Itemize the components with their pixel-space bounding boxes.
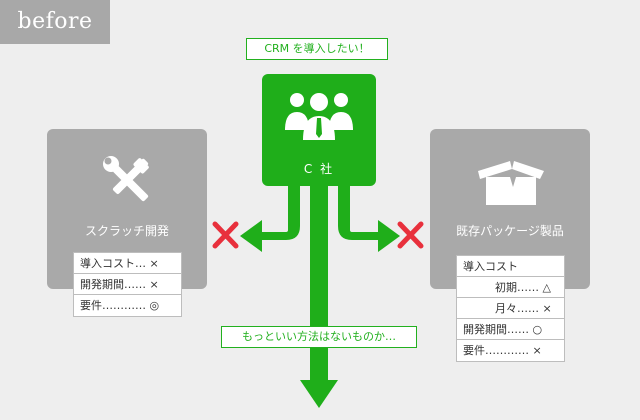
- down-arrow-head: [300, 380, 338, 408]
- package-product-label: 既存パッケージ製品: [456, 224, 564, 238]
- goal-callout: CRM を導入したい！: [246, 38, 388, 60]
- company-node: C 社: [262, 74, 376, 186]
- left-cross-icon: [212, 221, 239, 249]
- package-box-icon: [478, 161, 544, 205]
- left-branch-arrow: [262, 184, 300, 240]
- package-criteria-list: 導入コスト 初期…… △ 月々…… × 開発期間…… ○ 要件………… ×: [456, 255, 565, 362]
- list-item: 導入コスト… ×: [74, 253, 181, 274]
- before-tag: before: [0, 0, 110, 44]
- right-branch-arrow: [338, 184, 378, 240]
- scratch-criteria-list: 導入コスト… × 開発期間…… × 要件………… ◎: [73, 252, 182, 317]
- tools-icon: [103, 156, 149, 202]
- people-group-icon: [285, 93, 353, 140]
- company-label: C 社: [303, 162, 335, 176]
- question-callout: もっといい方法はないものか…: [221, 326, 417, 348]
- list-item: 初期…… △: [457, 277, 564, 298]
- list-item: 導入コスト: [457, 256, 564, 277]
- list-item: 開発期間…… ×: [74, 274, 181, 295]
- list-item: 要件………… ×: [457, 340, 564, 361]
- left-arrow-head: [240, 220, 262, 252]
- right-arrow-head: [378, 220, 400, 252]
- list-item: 月々…… ×: [457, 298, 564, 319]
- scratch-development-label: スクラッチ開発: [84, 224, 169, 238]
- list-item: 開発期間…… ○: [457, 319, 564, 340]
- down-arrow-shaft: [310, 184, 328, 384]
- right-cross-icon: [397, 221, 424, 249]
- list-item: 要件………… ◎: [74, 295, 181, 316]
